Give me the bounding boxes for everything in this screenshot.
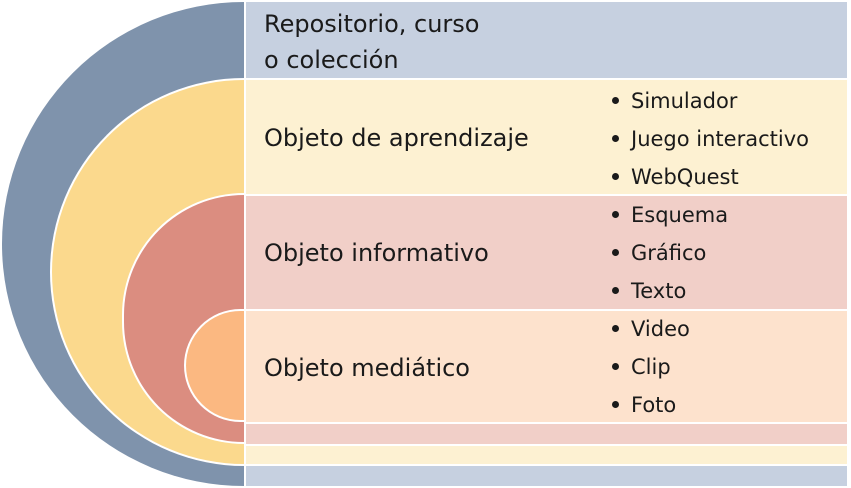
list-item: Foto	[612, 386, 690, 424]
list-item: WebQuest	[612, 158, 809, 196]
repository-title: Repositorio, curso o colección	[264, 6, 479, 78]
list-item: Simulador	[612, 82, 809, 120]
media-object-band	[244, 309, 849, 424]
informative-object-list: Esquema Gráfico Texto	[612, 196, 728, 310]
learning-object-list: Simulador Juego interactivo WebQuest	[612, 82, 809, 196]
informative-object-band	[244, 194, 849, 311]
learning-object-title: Objeto de aprendizaje	[264, 124, 529, 152]
list-item: Gráfico	[612, 234, 728, 272]
list-item: Video	[612, 310, 690, 348]
repository-title-line1: Repositorio, curso	[264, 10, 480, 38]
repository-band-bottom	[244, 464, 849, 488]
informative-object-title: Objeto informativo	[264, 239, 489, 267]
media-object-title: Objeto mediático	[264, 354, 470, 382]
list-item: Clip	[612, 348, 690, 386]
informative-object-band-bottom	[244, 422, 849, 446]
repository-band	[244, 0, 849, 80]
list-item: Texto	[612, 272, 728, 310]
media-object-list: Video Clip Foto	[612, 310, 690, 424]
repository-title-line2: o colección	[264, 46, 399, 74]
list-item: Esquema	[612, 196, 728, 234]
learning-object-band-bottom	[244, 444, 849, 466]
list-item: Juego interactivo	[612, 120, 809, 158]
